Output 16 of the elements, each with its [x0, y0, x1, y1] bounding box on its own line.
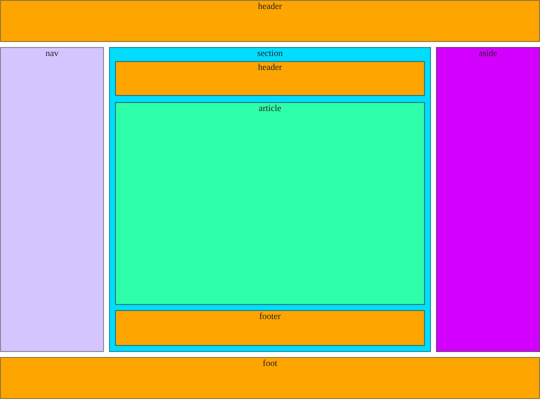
- footer-region: [0, 357, 540, 399]
- region-label: aside: [478, 48, 498, 58]
- region-label: section: [257, 48, 283, 58]
- nav-region: [0, 47, 104, 352]
- aside-region: [436, 47, 540, 352]
- footer-region: [115, 310, 425, 346]
- region-label: article: [258, 103, 282, 113]
- article-region: [115, 102, 425, 305]
- region-label: nav: [46, 48, 58, 58]
- region-label: header: [258, 62, 282, 72]
- header-region: [115, 61, 425, 96]
- region-label: foot: [262, 358, 278, 368]
- section-region: [109, 47, 431, 352]
- region-label: footer: [259, 311, 281, 321]
- header-region: [0, 0, 540, 42]
- region-label: header: [258, 1, 282, 11]
